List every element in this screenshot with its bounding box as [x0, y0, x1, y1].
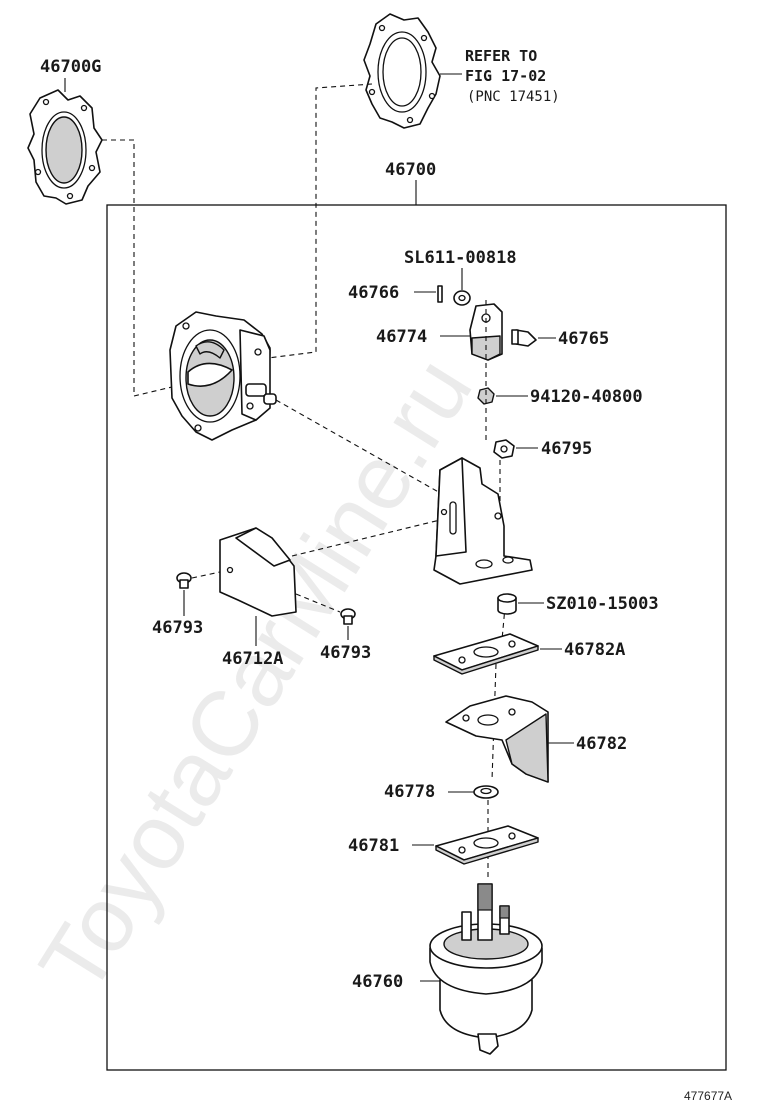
pin-46766[interactable]	[437, 285, 443, 303]
washer-SL611-00818[interactable]	[453, 290, 471, 306]
dash-gasket-top	[267, 83, 373, 359]
dash-gasket-left	[102, 139, 177, 397]
label-46782[interactable]: 46782	[576, 734, 627, 754]
watermark-text: ToyotaCarMine.ru	[20, 341, 491, 1011]
ref-note-line3: (PNC 17451)	[467, 89, 560, 105]
pin-46765[interactable]	[511, 329, 537, 347]
label-46793-a[interactable]: 46793	[152, 618, 203, 638]
plate-46781[interactable]	[435, 825, 539, 865]
gasket-ref-17-02[interactable]	[363, 13, 441, 129]
actuator-46760[interactable]	[429, 883, 543, 1055]
label-46760[interactable]: 46760	[352, 972, 403, 992]
label-46782A[interactable]: 46782A	[564, 640, 625, 660]
dash-screw-b	[295, 593, 341, 613]
label-46766[interactable]: 46766	[348, 283, 399, 303]
dash-cover-bracket	[291, 519, 441, 557]
insulator-46782[interactable]	[445, 695, 549, 783]
screw-46793-a[interactable]	[176, 572, 192, 589]
label-46781[interactable]: 46781	[348, 836, 399, 856]
plate-46782A[interactable]	[433, 633, 539, 675]
label-46795[interactable]: 46795	[541, 439, 592, 459]
screw-46793-b[interactable]	[340, 608, 356, 625]
ref-note-line1: REFER TO	[465, 47, 537, 65]
valve-housing[interactable]	[169, 311, 277, 441]
dash-screw-a	[191, 571, 221, 579]
label-46774[interactable]: 46774	[376, 327, 427, 347]
figure-id: 477677A	[684, 1089, 732, 1103]
label-46700[interactable]: 46700	[385, 160, 436, 180]
collar-SZ010-15003[interactable]	[497, 593, 517, 615]
nut-94120-40800[interactable]	[477, 387, 495, 405]
label-SZ010-15003[interactable]: SZ010-15003	[546, 594, 659, 614]
ref-note-line2: FIG 17-02	[465, 67, 546, 85]
label-46712A[interactable]: 46712A	[222, 649, 283, 669]
label-46700G[interactable]: 46700G	[40, 57, 101, 77]
dash-housing-bracket	[275, 399, 443, 495]
label-46778[interactable]: 46778	[384, 782, 435, 802]
label-46765[interactable]: 46765	[558, 329, 609, 349]
gasket-46700G[interactable]	[27, 89, 103, 205]
cover-46712A[interactable]	[219, 527, 297, 617]
label-46793-b[interactable]: 46793	[320, 643, 371, 663]
bracket[interactable]	[433, 457, 533, 585]
nut-46778[interactable]	[473, 785, 499, 799]
label-SL611-00818[interactable]: SL611-00818	[404, 248, 517, 268]
nut-46795[interactable]	[493, 439, 515, 459]
label-94120-40800[interactable]: 94120-40800	[530, 387, 643, 407]
